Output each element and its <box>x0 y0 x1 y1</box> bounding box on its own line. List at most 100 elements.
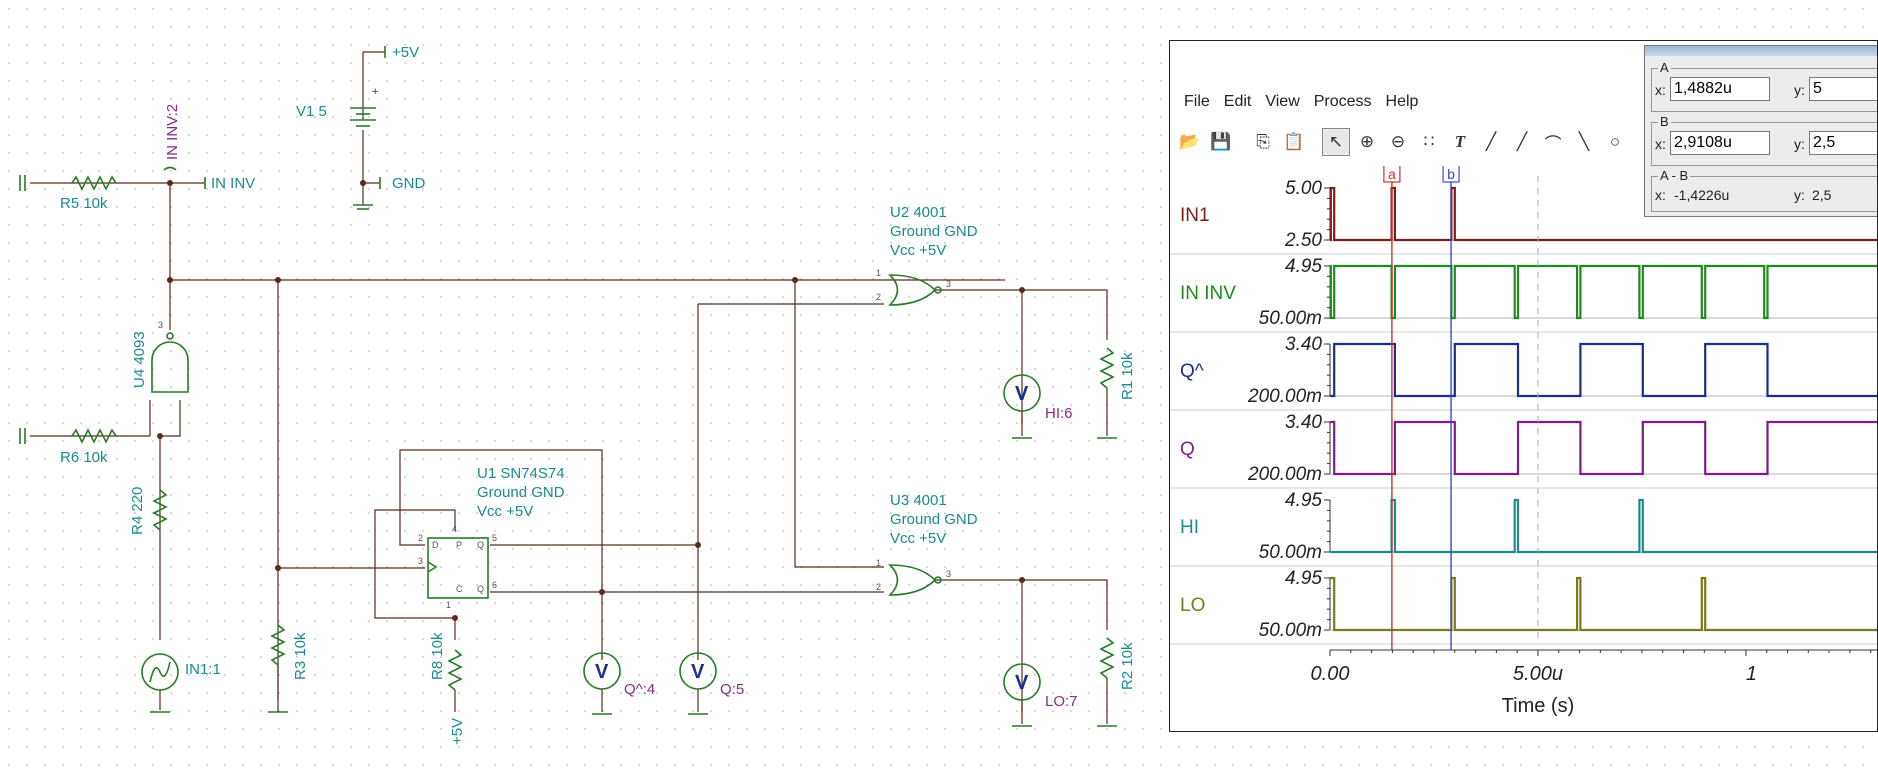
zoom-in-icon[interactable]: ⊕ <box>1359 132 1375 151</box>
pin-label: 2 <box>876 582 881 592</box>
pin-clr-label: C <box>456 584 463 594</box>
zoom-out-icon[interactable]: ⊖ <box>1390 132 1406 151</box>
pin-label: 1 <box>876 558 881 568</box>
u3-vcc: Vcc +5V <box>890 530 946 547</box>
ground-icon <box>353 204 373 210</box>
cursor-a-icon[interactable]: ╱ <box>1485 132 1497 151</box>
menu-view[interactable]: View <box>1265 93 1300 110</box>
series-label: Q <box>1180 439 1195 460</box>
cursor-a-x-field[interactable] <box>1670 77 1770 101</box>
y-tick-label: 3.40 <box>1285 334 1322 355</box>
y-tick-label: 4.95 <box>1285 256 1322 277</box>
cursor-b-y-field[interactable] <box>1809 131 1877 155</box>
r5-label: R5 10k <box>60 195 108 212</box>
cursor-b-x-label: x: <box>1655 136 1666 152</box>
pin-label: 3 <box>946 569 951 579</box>
qn-meter-label: Q^:4 <box>624 681 655 698</box>
nand-gate-u4[interactable] <box>151 332 189 393</box>
y-tick-label: 50.00m <box>1259 620 1322 641</box>
menu-edit[interactable]: Edit <box>1223 93 1252 110</box>
cursor-ab-group: A - B x: -1,4226u y: 2,5 <box>1651 168 1877 212</box>
line-icon[interactable]: ╲ <box>1578 132 1590 151</box>
v1-plus-sign: + <box>372 86 378 98</box>
pin-pr-label: P <box>456 540 462 550</box>
r3-label: R3 10k <box>292 632 309 680</box>
u4-label: U4 4093 <box>131 331 148 388</box>
pin-label: 6 <box>492 580 497 590</box>
nor-gate-u2[interactable] <box>888 274 942 306</box>
u1-name: U1 SN74S74 <box>477 465 565 482</box>
series-line <box>1330 498 1877 554</box>
diagram-window[interactable]: File Edit View Process Help 📂 💾 ⎘ 📋 ↖ ⊕ … <box>1169 40 1878 732</box>
cursor-ab-x-label: x: <box>1655 187 1666 203</box>
in1-label: IN1:1 <box>185 661 221 678</box>
signal-source-in1[interactable] <box>141 653 179 691</box>
cursor-a-marker[interactable] <box>1383 166 1401 183</box>
cursor-b-icon[interactable]: ╱ <box>1516 132 1528 151</box>
junctions <box>157 180 1025 621</box>
in-inv-probe-label: IN INV:2 <box>164 104 181 160</box>
cursor-b-marker[interactable] <box>1442 166 1460 183</box>
series-label: IN1 <box>1180 205 1210 226</box>
resistor-r2[interactable] <box>1099 637 1115 679</box>
cursor-b-x-field[interactable] <box>1670 131 1770 155</box>
series-label: HI <box>1180 517 1199 538</box>
pin-label: 3 <box>946 279 951 289</box>
v1-label: V1 5 <box>296 103 327 120</box>
r6-label: R6 10k <box>60 449 108 466</box>
y-tick-label: 3.40 <box>1285 412 1322 433</box>
cursor-a-title: A <box>1658 60 1671 75</box>
open-icon[interactable]: 📂 <box>1179 132 1201 151</box>
pin-label: 4 <box>452 524 457 534</box>
gnd-label: GND <box>392 175 426 192</box>
voltage-source-v1[interactable] <box>350 107 376 127</box>
series-label: LO <box>1180 595 1205 616</box>
menu-process[interactable]: Process <box>1313 93 1372 110</box>
y-tick-label: 5.00 <box>1285 178 1322 199</box>
copy-icon[interactable]: ⎘ <box>1256 132 1270 151</box>
y-tick-label: 200.00m <box>1247 464 1322 485</box>
pin-label: 2 <box>418 533 423 543</box>
left-terminal-icon <box>19 428 26 444</box>
series-line <box>1330 420 1877 476</box>
cursor-ab-y-value: 2,5 <box>1812 187 1832 203</box>
menu-help[interactable]: Help <box>1385 93 1419 110</box>
pointer-icon[interactable]: ↖ <box>1322 128 1350 156</box>
resistor-r3[interactable] <box>270 624 286 666</box>
cursor-b-group: B x: y: <box>1651 114 1877 166</box>
pin-label: 5 <box>492 533 497 543</box>
series-line <box>1329 186 1877 242</box>
in-inv-node-label: IN INV <box>211 175 255 192</box>
y-tick-label: 4.95 <box>1285 568 1322 589</box>
cursor-a-y-field[interactable] <box>1809 77 1877 101</box>
r8-label: R8 10k <box>429 632 446 680</box>
vcc-label: +5V <box>392 44 419 61</box>
vcc-terminal-icon <box>363 46 386 58</box>
paste-icon[interactable]: 📋 <box>1283 132 1305 151</box>
text-icon[interactable]: T <box>1454 132 1466 151</box>
grid-icon[interactable]: ∷ <box>1423 132 1435 151</box>
nor-gate-u3[interactable] <box>888 564 942 596</box>
resistor-r1[interactable] <box>1099 347 1115 389</box>
resistor-r6[interactable] <box>71 428 117 444</box>
series-label: IN INV <box>1180 283 1236 304</box>
r1-label: R1 10k <box>1119 352 1136 400</box>
x-axis-label: Time (s) <box>1502 695 1575 717</box>
cursor-ab-title: A - B <box>1658 168 1691 183</box>
voltmeter-symbol: V <box>595 661 609 683</box>
resistor-r8[interactable] <box>447 649 463 691</box>
resistor-r5[interactable] <box>71 175 117 191</box>
menu-file[interactable]: File <box>1184 93 1210 110</box>
ellipse-icon[interactable]: ○ <box>1609 132 1621 151</box>
cursor-a-y-label: y: <box>1794 82 1805 98</box>
curve-icon[interactable]: ⌒ <box>1544 134 1562 154</box>
resistor-r4[interactable] <box>152 489 168 531</box>
flip-flop-u1[interactable] <box>427 537 489 599</box>
cursor-panel-titlebar[interactable] <box>1645 46 1877 56</box>
schematic-canvas[interactable]: V1 5 + +5V GND R5 10k IN INV IN INV:2 U4… <box>0 0 1165 777</box>
series-label: Q^ <box>1180 361 1204 382</box>
save-icon[interactable]: 💾 <box>1210 132 1232 151</box>
y-tick-label: 50.00m <box>1259 308 1322 329</box>
pin-label: 3 <box>158 320 163 330</box>
